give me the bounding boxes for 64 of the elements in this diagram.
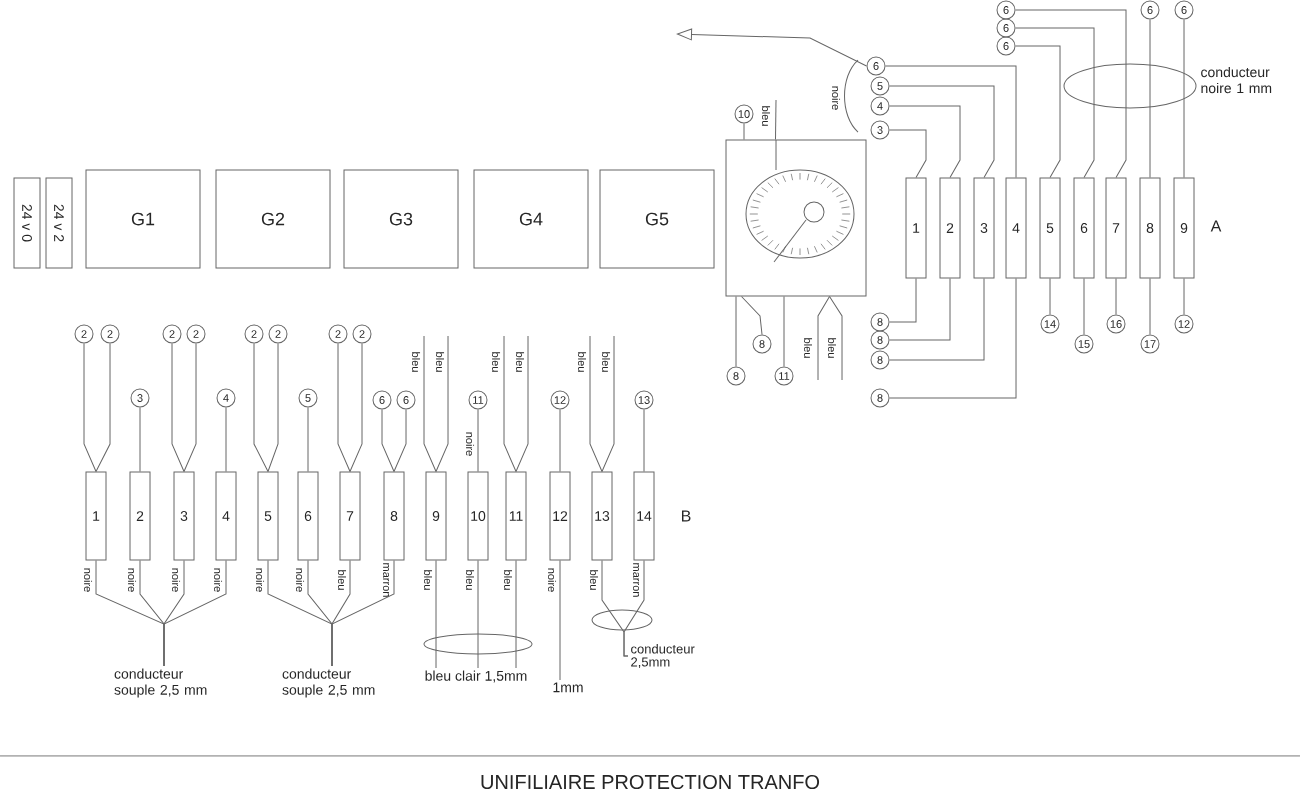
wire <box>559 560 561 681</box>
module-box: G5 <box>599 169 715 269</box>
wire <box>83 343 97 472</box>
strip-label: A <box>1210 220 1222 232</box>
wire <box>589 335 603 472</box>
module-box: G4 <box>473 169 589 269</box>
wire <box>743 123 745 140</box>
wire <box>139 407 141 472</box>
wire <box>515 335 529 472</box>
wire <box>423 335 437 472</box>
wire <box>1083 278 1085 335</box>
wire <box>889 105 961 178</box>
wire <box>95 343 111 472</box>
wire <box>253 343 269 472</box>
wire <box>163 560 227 667</box>
wire <box>1115 278 1117 315</box>
wire <box>435 560 437 669</box>
wire <box>817 296 830 381</box>
wire <box>775 99 777 140</box>
wire <box>889 278 1017 399</box>
wire <box>337 343 351 472</box>
module-box: G1 <box>85 169 201 269</box>
wire <box>171 343 185 472</box>
wire <box>601 335 615 472</box>
wire <box>267 343 279 472</box>
wire <box>889 85 995 178</box>
wire <box>393 409 407 472</box>
wire <box>1183 278 1185 315</box>
wire <box>1015 27 1095 178</box>
wire <box>1149 278 1151 335</box>
wire <box>741 296 763 335</box>
wire <box>1049 278 1051 315</box>
wire <box>643 409 645 472</box>
wire <box>735 296 737 367</box>
module-box: G3 <box>343 169 459 269</box>
wire <box>503 335 517 472</box>
module-box: G2 <box>215 169 331 269</box>
wire <box>477 409 479 472</box>
wire <box>889 278 985 361</box>
wire <box>477 560 479 669</box>
wire <box>349 343 363 472</box>
wire <box>1015 45 1061 178</box>
caption: UNIFILIAIRE PROTECTION TRANFO <box>481 774 820 790</box>
wire <box>225 407 227 472</box>
wire <box>829 296 843 381</box>
wire <box>1149 19 1151 178</box>
wire <box>515 560 517 669</box>
wire <box>381 409 395 472</box>
timer-drawing <box>725 139 867 297</box>
arrow <box>676 28 867 67</box>
wire <box>435 335 449 472</box>
wire <box>889 278 917 323</box>
wire <box>889 129 927 178</box>
wire <box>183 343 197 472</box>
wire <box>623 560 645 657</box>
wire <box>1183 19 1185 178</box>
wire <box>331 560 395 667</box>
strip-label: B <box>682 510 691 522</box>
wire <box>1015 9 1127 178</box>
wire <box>885 65 1017 178</box>
wire <box>559 409 561 472</box>
wire <box>783 296 785 367</box>
wire <box>307 407 309 472</box>
wire <box>889 278 951 341</box>
